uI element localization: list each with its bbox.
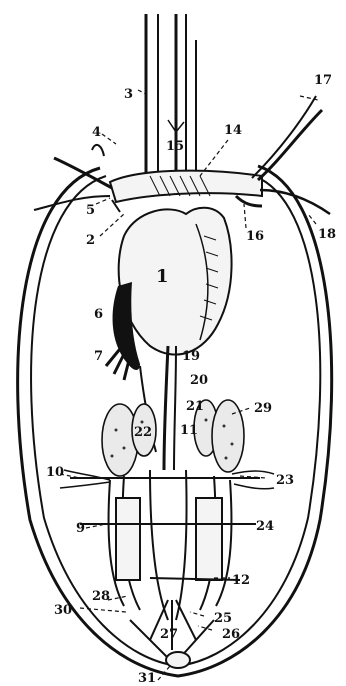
label-14: 14 <box>224 123 242 138</box>
terminal-node <box>166 652 190 668</box>
right-branches <box>236 96 330 214</box>
glands <box>102 400 244 476</box>
label-6: 6 <box>94 307 103 322</box>
label-20: 20 <box>190 373 208 388</box>
label-3: 3 <box>124 87 133 102</box>
label-16: 16 <box>246 229 264 244</box>
label-30: 30 <box>54 603 72 618</box>
label-2: 2 <box>86 233 95 248</box>
label-27: 27 <box>160 627 178 642</box>
label-4: 4 <box>92 125 101 140</box>
label-21: 21 <box>186 399 204 414</box>
label-5: 5 <box>86 203 95 218</box>
label-26: 26 <box>222 627 240 642</box>
label-11: 11 <box>180 423 198 438</box>
heart <box>119 208 232 355</box>
label-17: 17 <box>314 73 332 88</box>
label-23: 23 <box>276 473 294 488</box>
label-10: 10 <box>46 465 64 480</box>
label-18: 18 <box>318 227 336 242</box>
label-19: 19 <box>182 349 200 364</box>
label-28: 28 <box>92 589 110 604</box>
label-31: 31 <box>138 671 156 686</box>
label-7: 7 <box>94 349 103 364</box>
label-24: 24 <box>256 519 274 534</box>
label-1: 1 <box>156 266 169 287</box>
label-29: 29 <box>254 401 272 416</box>
label-9: 9 <box>76 521 85 536</box>
label-25: 25 <box>214 611 232 626</box>
label-12: 12 <box>232 573 250 588</box>
label-15: 15 <box>166 139 184 154</box>
label-22: 22 <box>134 425 152 440</box>
